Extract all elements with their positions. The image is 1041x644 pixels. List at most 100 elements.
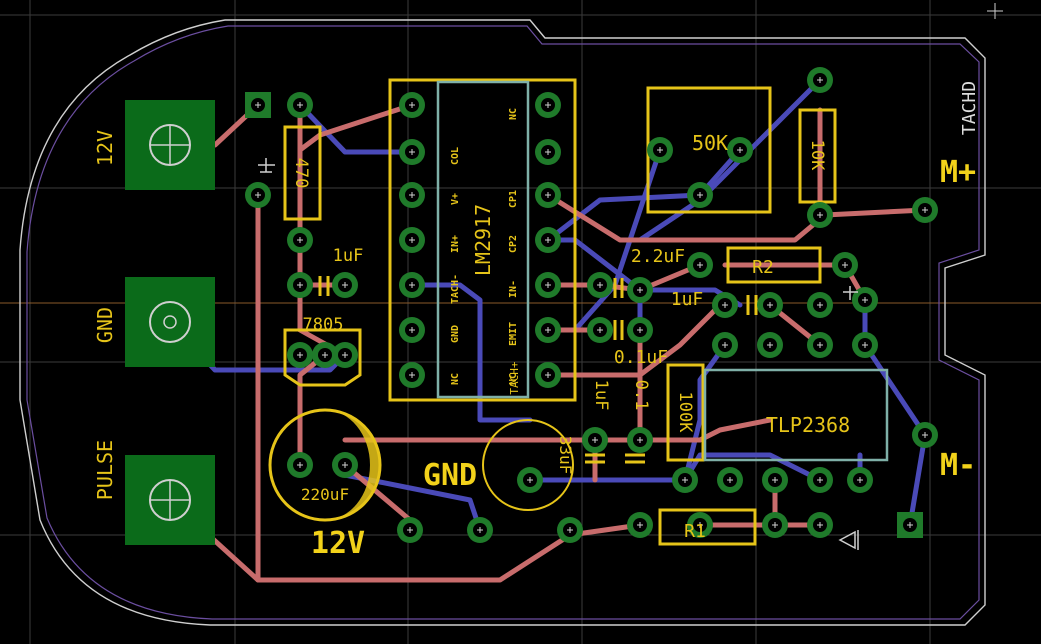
pad xyxy=(762,467,788,493)
pad xyxy=(399,92,425,118)
label-33uf: 33uF xyxy=(556,436,575,475)
pad xyxy=(627,277,653,303)
label-r2: R2 xyxy=(752,257,774,278)
pad xyxy=(245,92,271,118)
pad xyxy=(647,137,673,163)
pad xyxy=(245,182,271,208)
label-tach-plus: TACH+ xyxy=(508,361,521,394)
ic-pin-label-right: CP1 xyxy=(508,190,519,208)
board-outline-inner xyxy=(26,25,980,620)
board-outline xyxy=(19,19,986,626)
ic-pin-label-right: IN- xyxy=(508,280,519,298)
pad xyxy=(535,227,561,253)
pad xyxy=(517,467,543,493)
pad xyxy=(587,272,613,298)
pad xyxy=(535,317,561,343)
pad xyxy=(757,292,783,318)
label-10k: 10K xyxy=(807,140,827,171)
label-lm2917: LM2917 xyxy=(471,204,495,276)
pad xyxy=(399,227,425,253)
silk-labels: 470 1uF 7805 220uF LM2917 50K 10K 2.2uF … xyxy=(291,131,850,542)
ic-pin-label-left: NC xyxy=(450,373,461,385)
ic-pin-label-left: IN+ xyxy=(450,235,461,253)
pad xyxy=(672,467,698,493)
pad xyxy=(687,512,713,538)
terminal-12v[interactable] xyxy=(125,100,215,190)
pad xyxy=(332,272,358,298)
label-7805: 7805 xyxy=(303,315,344,335)
terminal-pulse[interactable] xyxy=(125,455,215,545)
pad xyxy=(847,467,873,493)
pad xyxy=(852,287,878,313)
pad xyxy=(807,67,833,93)
label-12v-board: 12V xyxy=(311,526,365,561)
pad xyxy=(687,252,713,278)
ic-pin-label-left: TACH- xyxy=(450,274,461,304)
pad xyxy=(712,292,738,318)
pad xyxy=(757,332,783,358)
pad xyxy=(557,517,583,543)
label-0-1uf: 0.1uF xyxy=(614,347,668,368)
pad xyxy=(627,427,653,453)
pad xyxy=(535,92,561,118)
pad xyxy=(535,139,561,165)
pad xyxy=(807,292,833,318)
pad xyxy=(912,197,938,223)
pad xyxy=(399,362,425,388)
pad xyxy=(712,332,738,358)
pad xyxy=(399,317,425,343)
pad xyxy=(467,517,493,543)
pad xyxy=(807,512,833,538)
pad xyxy=(287,272,313,298)
pad xyxy=(399,139,425,165)
ic-pin-label-left: GND xyxy=(450,325,461,343)
label-tlp2368: TLP2368 xyxy=(766,413,850,437)
pad xyxy=(397,517,423,543)
label-50k: 50K xyxy=(692,131,728,155)
label-1uf-b: 1uF xyxy=(671,289,704,310)
ic-pin-label-right: CP2 xyxy=(508,235,519,253)
pad xyxy=(627,512,653,538)
diode-icon xyxy=(258,158,859,550)
pad xyxy=(852,332,878,358)
origin-cross-icon xyxy=(987,3,1003,19)
ic-pin-label-left: V+ xyxy=(450,193,461,205)
doc-outlines xyxy=(436,80,889,462)
pad xyxy=(535,182,561,208)
label-m-plus: M+ xyxy=(940,155,976,190)
label-0-1-b: 0.1 xyxy=(631,380,651,411)
pad xyxy=(287,227,313,253)
terminal-label-pulse: PULSE xyxy=(93,440,117,500)
terminal-gnd[interactable] xyxy=(125,277,215,367)
ic-pin-label-left: COL xyxy=(450,147,461,165)
label-r1: R1 xyxy=(684,521,706,542)
pad xyxy=(399,272,425,298)
ic-pin-label-right: NC xyxy=(508,108,519,120)
pad xyxy=(287,92,313,118)
ic-pin-label-right: EMIT xyxy=(508,322,519,346)
label-r470: 470 xyxy=(291,158,311,189)
pad xyxy=(332,452,358,478)
pad xyxy=(287,452,313,478)
pad xyxy=(535,362,561,388)
pad xyxy=(727,137,753,163)
label-m-minus: M- xyxy=(940,448,976,483)
terminal-label-gnd: GND xyxy=(93,307,117,343)
label-220uf: 220uF xyxy=(301,485,349,504)
pad xyxy=(399,182,425,208)
pad xyxy=(807,467,833,493)
pad xyxy=(287,342,313,368)
label-1uf-a: 1uF xyxy=(333,246,364,266)
pad xyxy=(535,272,561,298)
label-1uf-c: 1uF xyxy=(591,380,611,411)
label-gnd-board: GND xyxy=(423,458,477,493)
pad xyxy=(832,252,858,278)
label-100k: 100K xyxy=(675,392,695,434)
pad xyxy=(807,332,833,358)
pad xyxy=(912,422,938,448)
label-2-2uf: 2.2uF xyxy=(631,246,685,267)
pad xyxy=(332,342,358,368)
ic-pin-label-right: NC xyxy=(508,373,519,385)
